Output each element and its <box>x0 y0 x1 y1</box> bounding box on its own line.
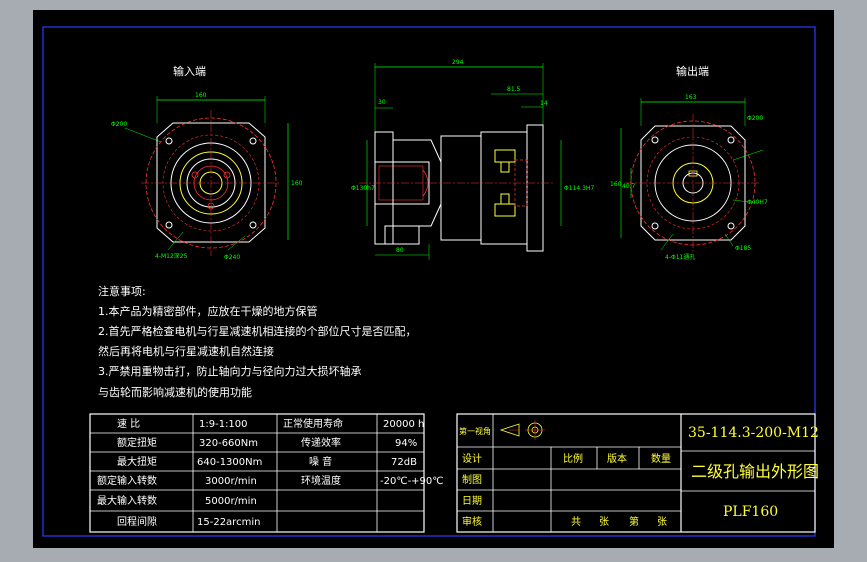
model-number: PLF160 <box>723 504 778 520</box>
notes-heading: 注意事项: <box>98 284 146 298</box>
dim-side-key: 14 <box>540 100 548 107</box>
spec-val-3: 640-1300Nm <box>197 457 262 468</box>
dim-out-outer: Φ185 <box>735 245 751 252</box>
dim-side-output-len: 81.5 <box>507 86 521 93</box>
title-row-date-1: 日期 <box>462 495 482 507</box>
title-quantity-label: 数量 <box>651 452 671 465</box>
title-ratio-label: 比例 <box>563 452 583 465</box>
dim-side-bore: Φ130h7 <box>351 185 375 192</box>
spec-key-3: 最大扭矩 <box>117 455 157 468</box>
drawing-svg: 输入端 160 160 Φ200 <box>42 26 819 537</box>
dim-out-height: 160 <box>610 181 622 188</box>
side-view: 294 30 81.5 14 Φ130h7 Φ1 <box>351 59 594 260</box>
dim-front-holes: 4-M12深25 <box>155 252 188 260</box>
output-end-view: 163 Φ200 160 40.7 Φ40H7 4-Φ11通孔 Φ185 <box>610 94 768 261</box>
dim-front-bolt-circle: Φ200 <box>111 121 127 128</box>
spec-val2-2: 94% <box>395 438 417 449</box>
spec-key2-3: 噪 音 <box>309 455 332 468</box>
spec-val-2: 320-660Nm <box>199 438 258 449</box>
input-end-view: 160 160 Φ200 4-M12深25 Φ240 <box>111 92 303 261</box>
projection-label: 第一视角 <box>459 426 491 436</box>
notes-block: 注意事项: 1.本产品为精密部件，应放在干燥的地方保管 2.首先严格检查电机与行… <box>98 284 417 399</box>
output-view-label: 输出端 <box>676 64 709 78</box>
title-block: 第一视角 设计 制图 日期 审核 比例 版本 数量 共 张 第 张 35-114… <box>456 413 819 533</box>
sheet-total-prefix: 共 <box>571 516 581 528</box>
drawing-canvas: 输入端 160 160 Φ200 <box>33 10 834 548</box>
spec-key-5: 最大输入转数 <box>97 494 157 507</box>
spec-key2-4: 环境温度 <box>301 474 341 487</box>
dim-side-shaft-len: 80 <box>396 247 404 254</box>
notes-line-5: 与齿轮而影响减速机的使用功能 <box>98 385 252 399</box>
spec-val2-3: 72dB <box>391 457 417 468</box>
dim-front-height: 160 <box>291 180 303 187</box>
spec-key2-2: 传递效率 <box>301 436 341 449</box>
input-view-label: 输入端 <box>173 64 206 78</box>
drawing-border <box>42 26 816 537</box>
notes-line-1: 1.本产品为精密部件，应放在干燥的地方保管 <box>98 304 318 318</box>
spec-val-1: 1:9-1:100 <box>199 419 248 430</box>
spec-val2-4: -20℃-+90℃ <box>380 476 444 487</box>
spec-val-5: 5000r/min <box>205 496 257 507</box>
dim-out-bolt: Φ40H7 <box>747 199 768 206</box>
title-version-label: 版本 <box>607 452 627 465</box>
dim-front-outer: Φ240 <box>224 254 240 261</box>
dim-out-circle: Φ200 <box>747 115 763 122</box>
first-angle-projection-icon <box>499 420 545 440</box>
sheet-no-suffix: 张 <box>657 516 667 528</box>
spec-val-6: 15-22arcmin <box>197 517 260 528</box>
dim-out-small: 40.7 <box>622 183 636 190</box>
dim-side-flange: 30 <box>378 99 386 106</box>
notes-line-3: 然后再将电机与行星减速机自然连接 <box>98 344 274 358</box>
title-row-design: 设计 <box>462 452 482 465</box>
spec-key-4: 额定输入转数 <box>97 474 157 487</box>
spec-key-2: 额定扭矩 <box>117 436 157 449</box>
notes-line-2: 2.首先严格检查电机与行星减速机相连接的个部位尺寸是否匹配， <box>98 324 417 338</box>
spec-key-6: 回程间隙 <box>117 515 157 528</box>
spec-key-1: 速 比 <box>117 418 140 430</box>
dim-side-pilot: Φ114.3H7 <box>564 185 594 192</box>
spec-val2-1: 20000 h <box>383 419 424 430</box>
spec-key2-1: 正常使用寿命 <box>283 417 343 430</box>
spec-val-4: 3000r/min <box>205 476 257 487</box>
sheet-no-prefix: 第 <box>629 515 639 528</box>
drawing-title: 二级孔输出外形图 <box>691 462 819 481</box>
title-row-draw: 制图 <box>462 473 482 486</box>
spec-table: 速 比 1:9-1:100 正常使用寿命 20000 h 额定扭矩 320-66… <box>89 413 444 533</box>
dim-out-width: 163 <box>685 94 697 101</box>
dim-out-holes: 4-Φ11通孔 <box>665 253 695 261</box>
sheet-total-suffix: 张 <box>599 516 609 528</box>
dim-side-length: 294 <box>452 59 464 66</box>
title-row-check: 审核 <box>462 515 482 528</box>
notes-line-4: 3.严禁用重物击打，防止轴向力与径向力过大损坏轴承 <box>98 364 362 378</box>
dim-front-width: 160 <box>195 92 207 99</box>
drawing-number: 35-114.3-200-M12 <box>688 425 819 441</box>
